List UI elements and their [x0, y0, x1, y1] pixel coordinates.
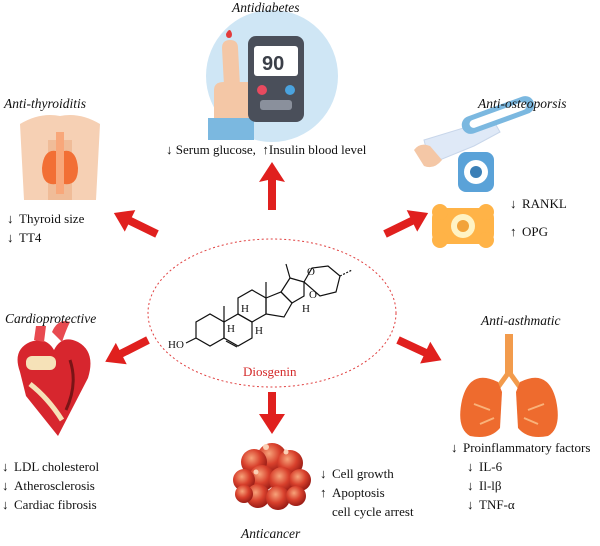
- mol-label-o1: O: [307, 266, 315, 278]
- antithyroiditis-effects: ↓Thyroid size ↓TT4: [7, 209, 84, 247]
- effect-item: ↓Proinflammatory factors: [451, 440, 591, 455]
- diosgenin-molecule: [185, 263, 353, 348]
- arrow-up: [259, 162, 285, 210]
- lungs-icon: [460, 334, 558, 437]
- antithyroiditis-title: Anti-thyroiditis: [4, 96, 86, 111]
- effect-item: ↑Apoptosis: [320, 485, 385, 500]
- effect-item: ↓Cardiac fibrosis: [2, 497, 97, 512]
- effect-item: ↓LDL cholesterol: [2, 459, 100, 474]
- effect-item: ↓TNF-α: [467, 497, 515, 512]
- mol-label-o2: O: [309, 289, 317, 301]
- center-label: Diosgenin: [243, 364, 297, 379]
- arrows: [105, 162, 442, 434]
- effect-item: ↓Cell growth: [320, 466, 394, 481]
- cancer-cells-icon: [233, 443, 311, 510]
- arrow-upper-right: [383, 210, 429, 238]
- antiosteoporsis-title: Anti-osteoporsis: [478, 96, 567, 111]
- effect-item: ↓TT4: [7, 230, 42, 245]
- effect-item: ↓Atherosclerosis: [2, 478, 95, 493]
- anticancer-title: Anticancer: [241, 526, 301, 541]
- arrow-lower-right: [396, 336, 442, 364]
- effect-item: ↓IL-6: [467, 459, 503, 474]
- bone-icon: [414, 96, 535, 248]
- glucose-meter-icon: 90: [206, 10, 338, 142]
- mol-label-h1: H: [241, 303, 249, 315]
- effect-item: ↓Thyroid size: [7, 211, 85, 226]
- antidiabetes-title: Antidiabetes: [232, 0, 300, 15]
- cardioprotective-effects: ↓LDL cholesterol ↓Atherosclerosis ↓Cardi…: [2, 457, 99, 514]
- cardioprotective-title: Cardioprotective: [5, 311, 97, 326]
- meter-reading: 90: [262, 53, 284, 75]
- arrow-down: [259, 392, 285, 434]
- anticancer-effects: ↓Cell growth ↑Apoptosis cell cycle arres…: [320, 464, 414, 521]
- mol-label-ho: HO: [168, 339, 184, 351]
- mol-label-h2: H: [227, 323, 235, 335]
- arrow-upper-left: [113, 210, 159, 238]
- thyroid-icon: [20, 115, 100, 200]
- effect-item: cell cycle arrest: [332, 504, 414, 519]
- center-ellipse: [147, 238, 397, 388]
- mol-label-h4: H: [302, 303, 310, 315]
- molecule-labels: HO H H H H O O: [168, 266, 317, 351]
- mol-label-h3: H: [255, 325, 263, 337]
- arrow-lower-left: [105, 336, 150, 365]
- effect-item: ↓RANKL: [510, 196, 567, 211]
- effect-item: ↑Insulin blood level: [262, 142, 367, 157]
- effect-item: ↓Il-lβ: [467, 478, 502, 493]
- antiasthmatic-effects: ↓Proinflammatory factors ↓IL-6 ↓Il-lβ ↓T…: [451, 438, 590, 514]
- antidiabetes-effects: ↓ Serum glucose, ↑Insulin blood level: [166, 140, 366, 159]
- effect-item: ↓ Serum glucose,: [166, 142, 256, 157]
- antiasthmatic-title: Anti-asthmatic: [481, 313, 561, 328]
- effect-item: ↑OPG: [510, 224, 549, 239]
- antiosteoporsis-effects: ↓RANKL ↑OPG: [510, 190, 567, 246]
- heart-icon: [17, 321, 91, 436]
